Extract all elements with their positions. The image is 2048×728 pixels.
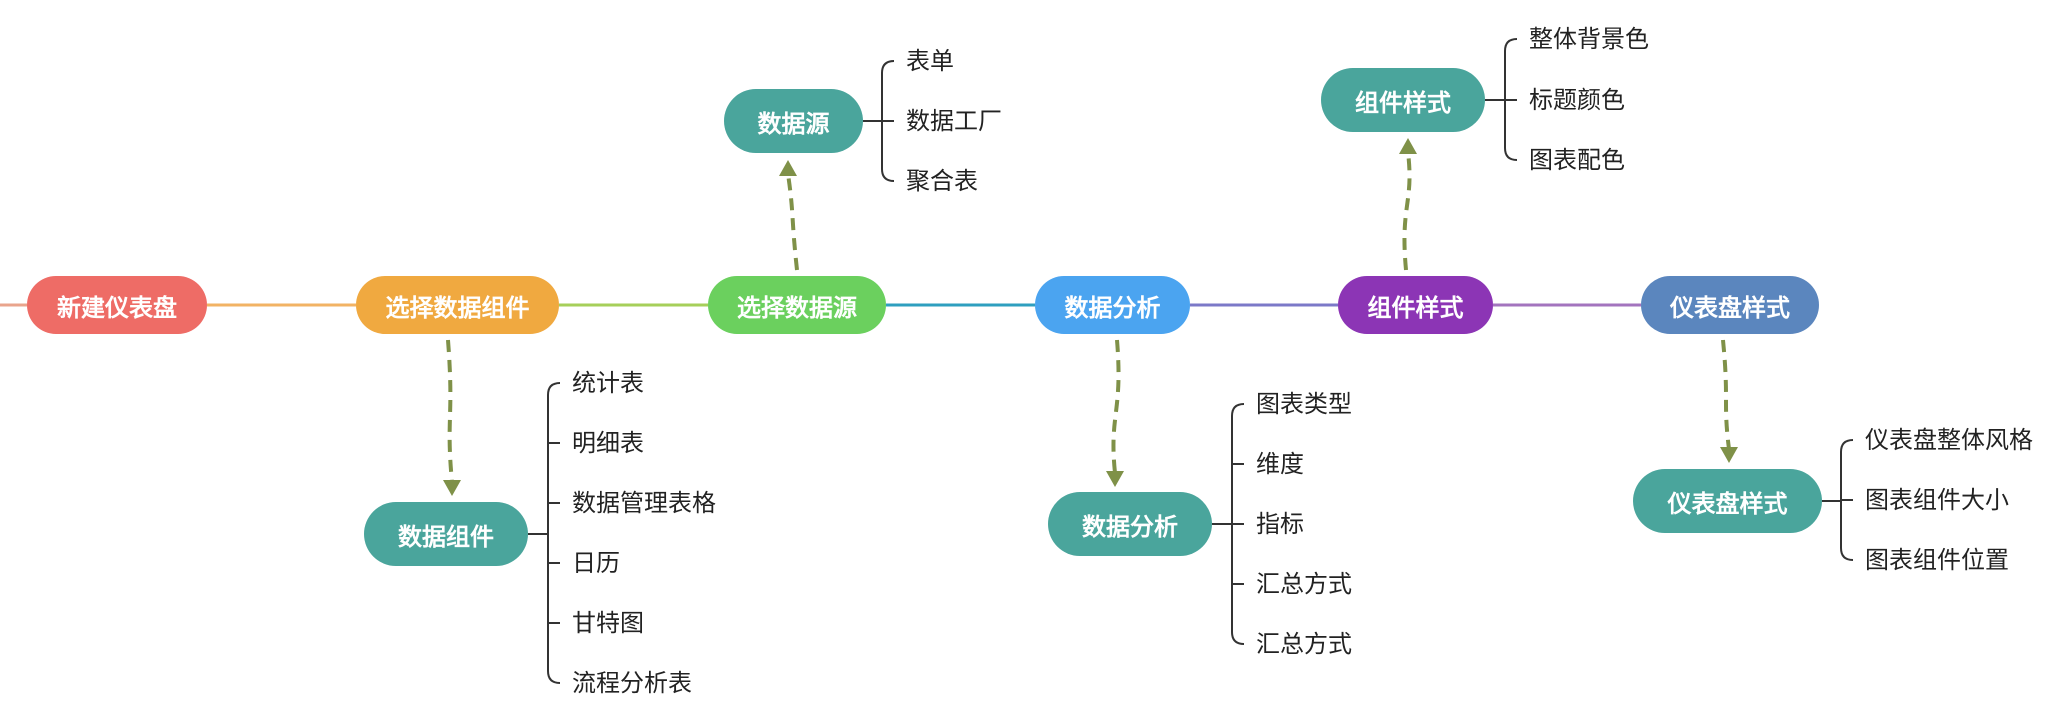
step-component-style: 组件样式 (1338, 276, 1493, 334)
leaf-calendar: 日历 (572, 549, 620, 577)
leaf-chart-position: 图表组件位置 (1865, 546, 2009, 574)
leaf-metric: 指标 (1256, 510, 1304, 538)
sub-dashboard-style: 仪表盘样式 (1633, 469, 1822, 533)
dashed-arrow-to-data-analysis (1111, 339, 1121, 474)
dashed-arrow-to-data-component (446, 339, 454, 483)
leaf-gantt-chart: 甘特图 (572, 609, 644, 637)
step-new-dashboard: 新建仪表盘 (27, 276, 207, 334)
sub-component-style: 组件样式 (1321, 68, 1485, 132)
sub-data-analysis: 数据分析 (1048, 492, 1212, 556)
leaf-title-color: 标题颜色 (1529, 86, 1625, 114)
leaf-chart-palette: 图表配色 (1529, 146, 1625, 174)
leaf-aggregation-method-2: 汇总方式 (1256, 630, 1352, 658)
dashed-arrow-to-component-style-head (1399, 138, 1417, 154)
sub-data-source: 数据源 (724, 89, 863, 153)
leaf-process-analysis-table: 流程分析表 (572, 669, 692, 697)
leaf-form: 表单 (906, 47, 954, 75)
leaf-dimension: 维度 (1256, 450, 1304, 478)
leaf-aggregate-table: 聚合表 (906, 167, 978, 195)
dashed-arrow-to-dashboard-style (1721, 339, 1731, 450)
step-select-component: 选择数据组件 (356, 276, 559, 334)
dashed-arrow-to-component-style (1402, 151, 1412, 271)
leaf-chart-type: 图表类型 (1256, 390, 1352, 418)
sub-data-component: 数据组件 (364, 502, 528, 566)
dashed-arrow-to-data-component-head (443, 480, 461, 496)
dashed-arrow-to-data-source-head (779, 160, 797, 176)
step-dashboard-style: 仪表盘样式 (1641, 276, 1819, 334)
step-select-source: 选择数据源 (708, 276, 886, 334)
leaf-data-factory: 数据工厂 (906, 107, 1002, 135)
bracket-data-component-spine (547, 382, 561, 684)
leaf-background-color: 整体背景色 (1529, 25, 1649, 53)
leaf-dashboard-theme: 仪表盘整体风格 (1865, 426, 2033, 454)
step-data-analysis: 数据分析 (1035, 276, 1190, 334)
leaf-data-management-table: 数据管理表格 (572, 489, 716, 517)
leaf-detail-table: 明细表 (572, 429, 644, 457)
dashed-arrow-to-data-analysis-head (1106, 471, 1124, 487)
dashed-arrow-to-data-source (786, 173, 799, 271)
leaf-chart-size: 图表组件大小 (1865, 486, 2009, 514)
dashed-arrow-to-dashboard-style-head (1720, 447, 1738, 463)
leaf-stat-table: 统计表 (572, 369, 644, 397)
leaf-aggregation-method: 汇总方式 (1256, 570, 1352, 598)
